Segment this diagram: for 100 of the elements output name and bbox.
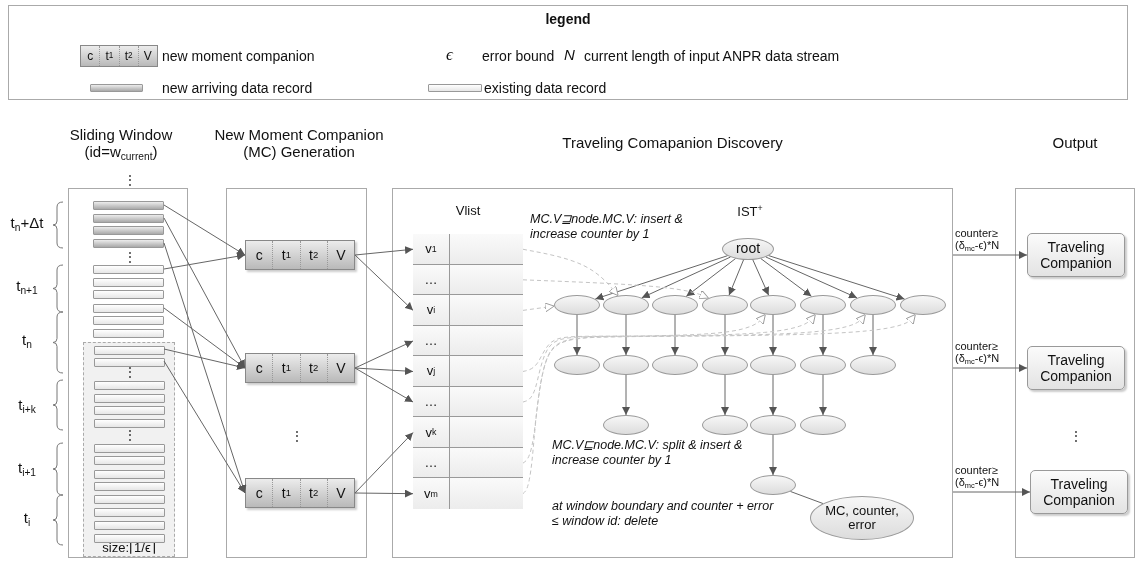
legend-text: error bound xyxy=(482,48,555,64)
tree-node xyxy=(850,355,896,375)
vertex-label: … xyxy=(413,447,450,478)
data-record-bar xyxy=(93,213,164,223)
arrow xyxy=(594,255,728,301)
time-label: t$_{n+1}$ xyxy=(15,277,39,294)
data-record-bar xyxy=(93,328,164,338)
data-record-bar xyxy=(94,380,165,390)
data-record-bar xyxy=(94,393,165,403)
mc-field-label: c xyxy=(246,241,274,269)
legend-text: existing data record xyxy=(484,80,607,96)
output-box: Traveling Companion xyxy=(1030,470,1128,514)
dashed-arrow xyxy=(522,279,709,300)
arrow xyxy=(819,374,827,416)
arrow xyxy=(354,340,414,369)
tree-node xyxy=(800,295,846,315)
data-record-bar xyxy=(93,289,164,299)
tree-title: IST$^{+}$ xyxy=(736,204,764,219)
arrow xyxy=(765,256,858,299)
output-box: Traveling Companion xyxy=(1027,233,1125,277)
mc-field-label: V xyxy=(335,359,347,378)
arrow xyxy=(685,258,736,297)
arrow xyxy=(760,258,812,297)
annotation-text: MC.V⊑node.MC.V: split & insert & increase counter by 1 xyxy=(552,438,744,468)
moment-companion-box xyxy=(245,240,355,270)
tree-node xyxy=(702,355,748,375)
tree-node xyxy=(800,415,846,435)
panel-title: Output xyxy=(1051,134,1099,152)
data-record-bar xyxy=(93,315,164,325)
arrow xyxy=(622,374,630,416)
tree-node xyxy=(900,295,946,315)
data-record-bar xyxy=(94,469,165,479)
data-record-bar xyxy=(94,418,165,428)
dashed-arrow xyxy=(522,313,866,464)
arrow xyxy=(354,489,414,498)
data-record-bar xyxy=(94,345,165,355)
list-row xyxy=(413,234,523,265)
arrow xyxy=(163,217,246,369)
tree-root-node: root xyxy=(722,238,774,260)
dashed-arrow xyxy=(522,313,916,495)
data-record-bar xyxy=(94,443,165,453)
window-size-label: size:⌈1/ϵ⌉ xyxy=(101,540,157,555)
data-record-bar xyxy=(93,225,164,235)
dashed-arrow xyxy=(522,313,766,372)
moment-companion-box xyxy=(245,353,355,383)
callout-bubble: MC, counter, error xyxy=(810,496,914,540)
data-record-bar xyxy=(93,238,164,248)
arrow xyxy=(869,314,877,356)
data-record-bar xyxy=(94,507,165,517)
symbol-label: N xyxy=(564,46,576,63)
arrow xyxy=(354,367,414,403)
data-record-bar xyxy=(94,533,165,543)
arrow xyxy=(641,256,731,299)
ellipsis-mark: ⋮ xyxy=(290,428,304,444)
list-row xyxy=(413,325,523,357)
arrow xyxy=(952,364,1028,372)
mc-field-label: V xyxy=(335,484,347,503)
tree-node xyxy=(850,295,896,315)
dashed-arrow xyxy=(522,248,619,297)
arrow xyxy=(163,360,246,494)
data-record-bar xyxy=(94,520,165,530)
panel-title: New Moment Companion (MC) Generation xyxy=(213,126,385,161)
data-record-bar xyxy=(94,357,165,367)
arrow xyxy=(721,314,729,356)
window-region xyxy=(83,342,175,557)
legend-text: new moment companion xyxy=(162,48,315,64)
arrow xyxy=(769,374,777,416)
data-record-bar xyxy=(94,405,165,415)
tree-node xyxy=(554,355,600,375)
tree-node xyxy=(750,475,796,495)
ellipsis-mark: ⋮ xyxy=(123,427,137,443)
dashed-arrow xyxy=(522,302,555,313)
data-record-bar xyxy=(94,455,165,465)
vertex-label: … xyxy=(413,386,450,417)
mc-field-label: c xyxy=(81,46,101,66)
arrow xyxy=(622,314,630,356)
panel-title: Traveling Comapanion Discovery xyxy=(561,134,784,152)
time-label: t$_{i+k}$ xyxy=(17,396,37,413)
list-row xyxy=(413,417,523,448)
ellipsis-mark: ⋮ xyxy=(123,172,137,188)
arrow xyxy=(573,314,581,356)
arrow xyxy=(671,314,679,356)
tree-node xyxy=(750,415,796,435)
list-row xyxy=(413,447,523,479)
time-label: t$_{n}$+Δt xyxy=(9,214,45,231)
arrow xyxy=(819,314,827,356)
mc-field-label: V xyxy=(142,48,153,65)
time-label: t$_{n}$ xyxy=(21,331,33,348)
arrow xyxy=(952,251,1028,259)
arrow xyxy=(354,246,414,256)
data-record-bar xyxy=(94,481,165,491)
list-row xyxy=(413,264,523,296)
list-row xyxy=(413,356,523,387)
data-record-bar xyxy=(93,200,164,210)
arrow xyxy=(163,307,246,369)
arrow xyxy=(721,374,729,416)
arrow xyxy=(163,348,246,371)
tree-node xyxy=(554,295,600,315)
annotation-text: at window boundary and counter + error ≤ window id: delete xyxy=(552,499,775,529)
data-record-bar xyxy=(93,264,164,274)
